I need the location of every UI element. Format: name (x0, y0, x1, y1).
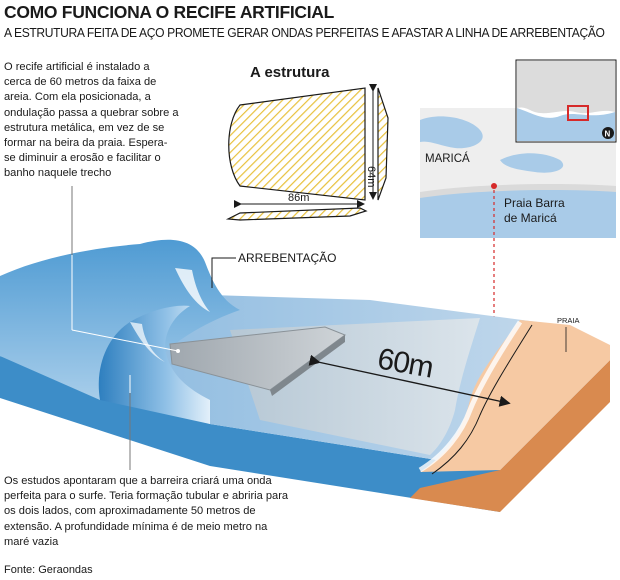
distance-arrow (308, 354, 511, 407)
height-label: 64m (365, 166, 377, 187)
location-map: N MARICÁ Praia Barra de Maricá (420, 59, 617, 328)
beach-sand (420, 320, 610, 472)
intro-paragraph: O recife artificial é instalado a cerca … (4, 61, 179, 180)
study-paragraph: Os estudos apontaram que a barreira cria… (4, 475, 289, 548)
breakline-pointer (211, 257, 236, 288)
reef-block-diagram: 60m ARREBENTAÇÃO PRAIA (0, 184, 610, 512)
north-label: N (605, 130, 611, 139)
structure-title: A estrutura (250, 64, 330, 81)
sea-shape (420, 188, 616, 238)
page-subtitle: A ESTRUTURA FEITA DE AÇO PROMETE GERAR O… (4, 25, 605, 40)
page-title: COMO FUNCIONA O RECIFE ARTIFICIAL (4, 2, 335, 22)
structure-drawing: A estrutura 86m 64m (225, 64, 389, 221)
beach-marker (491, 183, 497, 189)
map-highlight-box (567, 105, 589, 121)
beach-name-line1: Praia Barra (504, 196, 565, 210)
lagoon-shape (420, 116, 483, 149)
structure-bottom-view (225, 207, 368, 221)
north-indicator (602, 127, 614, 139)
breakline-label: ARREBENTAÇÃO (238, 251, 336, 265)
breaking-wave (0, 239, 240, 400)
width-label: 86m (288, 192, 309, 204)
block-front-face (0, 356, 500, 512)
wave-tube (98, 305, 210, 424)
beach-label: PRAIA (557, 316, 580, 325)
source-credit: Fonte: Geraondas (4, 564, 93, 576)
sand-side-wall (500, 360, 610, 512)
beach-name-line2: de Maricá (504, 211, 557, 225)
structure-side-view (377, 87, 389, 201)
city-label: MARICÁ (425, 152, 470, 165)
structure-top-view (228, 87, 366, 201)
